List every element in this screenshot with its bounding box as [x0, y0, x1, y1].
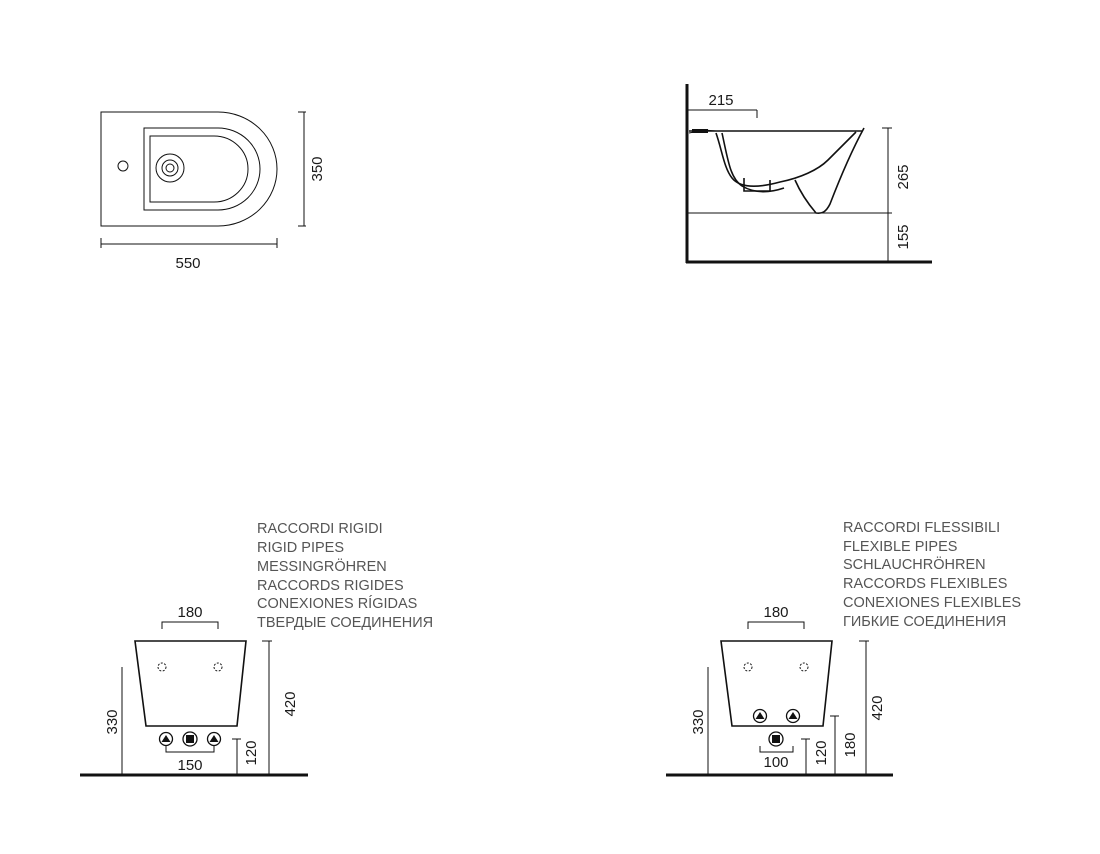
flexible-total-height-label: 420: [869, 695, 886, 720]
rigid-fixing-height-label: 330: [104, 709, 121, 734]
side-bowl-inner-profile: [715, 131, 857, 187]
flexible-fixing-left-icon: [743, 662, 753, 672]
rigid-pipes-view: RACCORDI RIGIDI RIGID PIPES MESSINGRÖHRE…: [80, 521, 433, 777]
flexible-bidet-body: [720, 640, 833, 727]
top-view-bowl-rim: [143, 127, 261, 211]
top-view-bowl-inner: [149, 135, 249, 203]
flexible-fixing-height-label: 330: [690, 709, 707, 734]
side-wall-plate: [692, 129, 708, 133]
depth-dimension-label: 350: [309, 156, 326, 181]
rigid-fixing-spacing-label: 180: [177, 604, 202, 621]
rigid-label-5: ТВЕРДЫЕ СОЕДИНЕНИЯ: [257, 615, 433, 631]
rigid-pipe-height-label: 120: [243, 740, 260, 765]
rigid-pipe-spacing-label: 150: [177, 757, 202, 774]
flexible-supply-height-label: 180: [842, 732, 859, 757]
rigid-pipe-dimension: [165, 746, 215, 753]
flexible-pipe-spacing-label: 100: [763, 754, 788, 771]
offset-dimension-label: 215: [708, 92, 733, 109]
flexible-supply-right-icon: [785, 708, 801, 724]
rigid-fixing-right-icon: [213, 662, 223, 672]
tap-hole-icon: [117, 160, 129, 172]
rigid-label-0: RACCORDI RIGIDI: [257, 521, 383, 537]
rigid-label-3: RACCORDS RIGIDES: [257, 578, 404, 594]
flexible-pipes-view: RACCORDI FLESSIBILI FLEXIBLE PIPES SCHLA…: [666, 520, 1021, 777]
drain-outer-icon: [155, 153, 185, 183]
top-view: 550 350: [100, 111, 326, 272]
drain-inner-icon: [161, 159, 179, 177]
rigid-label-4: CONEXIONES RÍGIDAS: [257, 595, 417, 612]
flexible-drain-height-label: 120: [813, 740, 830, 765]
rigid-bidet-body: [134, 640, 247, 727]
flexible-label-3: RACCORDS FLEXIBLES: [843, 576, 1007, 592]
floor-clearance-label: 155: [895, 224, 912, 249]
rigid-supply-right-icon: [206, 731, 222, 747]
flexible-pipe-dimension: [759, 746, 794, 753]
flexible-supply-left-icon: [752, 708, 768, 724]
flexible-label-5: ГИБКИЕ СОЕДИНЕНИЯ: [843, 614, 1006, 630]
flexible-drain-icon: [768, 731, 784, 747]
top-view-outline: [100, 111, 278, 227]
rigid-fixing-dimension: [161, 621, 219, 629]
rigid-label-1: RIGID PIPES: [257, 540, 344, 556]
flexible-label-1: FLEXIBLE PIPES: [843, 539, 957, 555]
side-view: 215 265 155: [685, 84, 932, 264]
flexible-label-2: SCHLAUCHRÖHREN: [843, 555, 986, 573]
rigid-fixing-left-icon: [157, 662, 167, 672]
side-pedestal: [794, 127, 865, 215]
side-bowl-base: [743, 178, 771, 192]
width-dimension-label: 550: [175, 255, 200, 272]
rigid-drain-icon: [182, 731, 198, 747]
rigid-total-height-label: 420: [282, 691, 299, 716]
drain-core-icon: [165, 163, 175, 173]
flexible-fixing-spacing-label: 180: [763, 604, 788, 621]
rigid-supply-left-icon: [158, 731, 174, 747]
flexible-label-0: RACCORDI FLESSIBILI: [843, 520, 1000, 536]
bowl-height-label: 265: [895, 164, 912, 189]
flexible-fixing-right-icon: [799, 662, 809, 672]
rigid-label-2: MESSINGRÖHREN: [257, 557, 387, 575]
flexible-fixing-dimension: [747, 621, 805, 629]
flexible-label-4: CONEXIONES FLEXIBLES: [843, 595, 1021, 611]
